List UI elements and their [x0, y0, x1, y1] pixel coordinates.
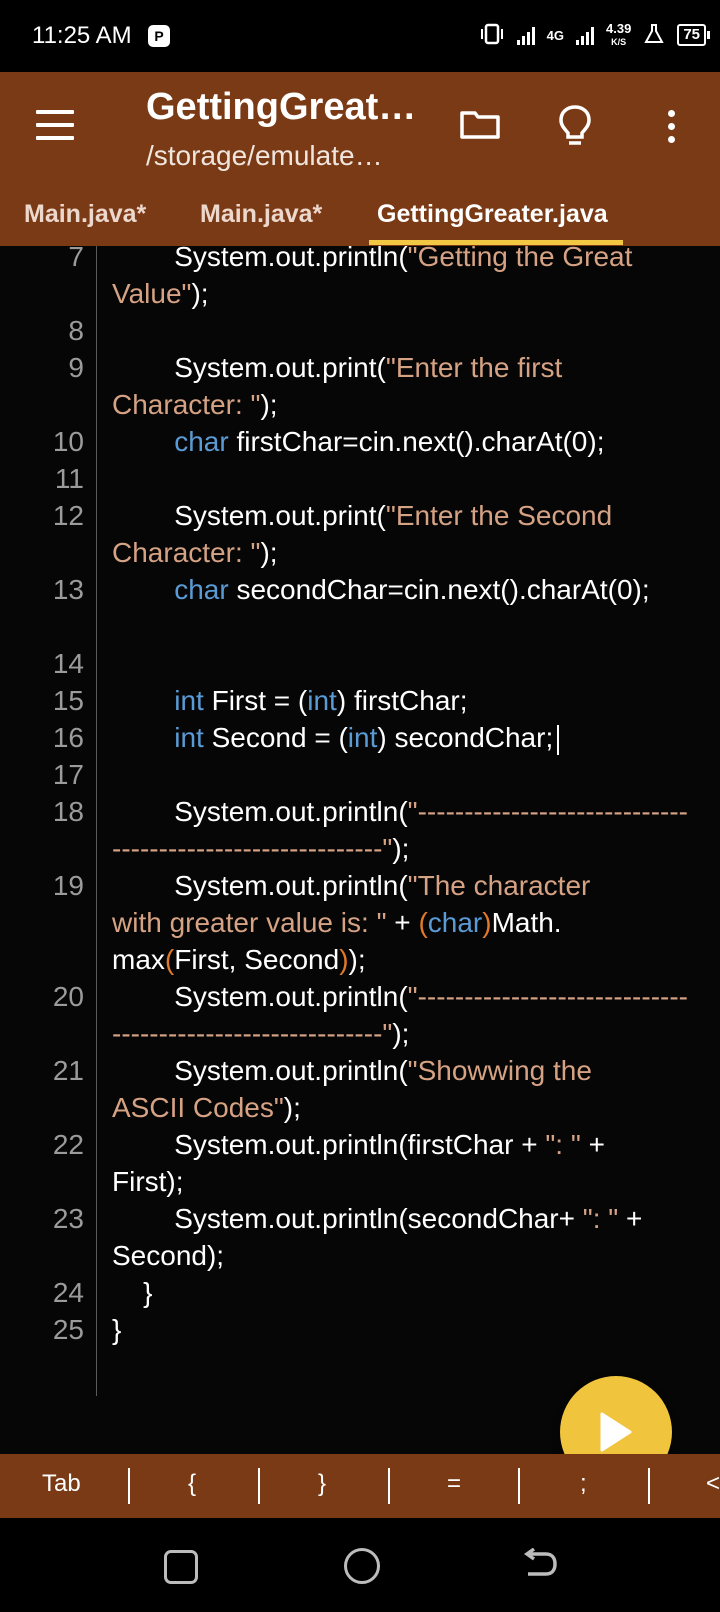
more-vert-icon[interactable] [664, 110, 678, 146]
code-line: System.out.println("Getting the Great [112, 246, 633, 272]
lightbulb-icon[interactable] [558, 104, 592, 148]
line-number: 24 [52, 1277, 84, 1308]
key-equals[interactable]: = [447, 1470, 462, 1497]
folder-icon[interactable] [460, 109, 500, 139]
line-number: 21 [52, 1055, 84, 1086]
line-number: 25 [52, 1314, 84, 1345]
line-number: 23 [52, 1203, 84, 1234]
network-type: 4G [546, 27, 564, 43]
hamburger-icon[interactable] [36, 110, 74, 140]
line-number: 7 [68, 246, 84, 272]
code-line: int Second = (int) secondChar; [112, 722, 560, 755]
line-number: 20 [52, 981, 84, 1012]
line-number: 19 [52, 870, 84, 901]
key-tab[interactable]: Tab [42, 1470, 81, 1497]
code-line: } [112, 1277, 153, 1308]
code-line: System.out.println("Showwing the [112, 1055, 592, 1086]
line-number: 11 [54, 463, 84, 494]
code-line: System.out.println("--------------------… [112, 981, 688, 1012]
key-close-brace[interactable]: } [318, 1470, 327, 1497]
code-line-wrap: -----------------------------"); [112, 833, 410, 864]
line-number: 10 [52, 426, 84, 457]
flask-icon [643, 23, 665, 48]
line-number: 12 [52, 500, 84, 531]
code-line: System.out.println("--------------------… [112, 796, 688, 827]
code-line-wrap: max(First, Second)); [112, 944, 366, 975]
file-tabs: Main.java* Main.java* GettingGreater.jav… [0, 184, 720, 246]
file-title: GettingGreat… [146, 86, 417, 128]
line-number: 15 [52, 685, 84, 716]
gutter-divider [96, 246, 97, 1396]
code-line: System.out.println(firstChar + ": " + [112, 1129, 605, 1160]
key-separator [648, 1468, 650, 1504]
line-number: 9 [68, 352, 84, 383]
text-cursor [557, 724, 560, 755]
vibrate-icon [479, 23, 505, 48]
line-number: 18 [52, 796, 84, 827]
app-bar: GettingGreat… /storage/emulate… [0, 72, 720, 184]
code-line: char firstChar=cin.next().charAt(0); [174, 426, 605, 457]
code-line-wrap: Second); [112, 1240, 225, 1271]
status-time: 11:25 AM [32, 22, 132, 49]
tab-main-java-1[interactable]: Main.java* [24, 200, 147, 228]
key-separator [388, 1468, 390, 1504]
code-line: char secondChar=cin.next().charAt(0); [174, 574, 650, 605]
code-line: } [112, 1314, 122, 1345]
code-line: System.out.println(secondChar+ ": " + [112, 1203, 643, 1234]
system-nav-bar [0, 1518, 720, 1612]
recents-icon[interactable] [164, 1550, 198, 1584]
code-line-wrap: Character: "); [112, 389, 278, 420]
code-editor[interactable]: 7 System.out.println("Getting the Great … [0, 246, 720, 1454]
key-less-than[interactable]: < [706, 1470, 720, 1497]
key-separator [518, 1468, 520, 1504]
notification-app-icon: P [148, 25, 170, 47]
file-path: /storage/emulate… [146, 140, 383, 171]
tab-getting-greater[interactable]: GettingGreater.java [377, 200, 608, 228]
key-separator [258, 1468, 260, 1504]
code-line-wrap: First); [112, 1166, 184, 1197]
signal-icon-2 [576, 25, 594, 45]
line-number: 22 [52, 1129, 84, 1160]
code-line: System.out.print("Enter the first [112, 352, 563, 383]
code-line-wrap: Character: "); [112, 537, 278, 568]
key-semicolon[interactable]: ; [580, 1470, 587, 1497]
back-icon[interactable] [522, 1547, 558, 1580]
code-line: int First = (int) firstChar; [174, 685, 468, 716]
active-tab-indicator [369, 240, 623, 245]
code-line-wrap: Value"); [112, 278, 209, 309]
symbol-keybar: Tab { } = ; < [0, 1454, 720, 1518]
code-line: System.out.print("Enter the Second [112, 500, 613, 531]
line-number: 17 [52, 759, 84, 790]
battery-indicator: 75 [677, 24, 710, 46]
signal-icon [516, 25, 535, 45]
code-line-wrap: -----------------------------"); [112, 1018, 410, 1049]
home-icon[interactable] [344, 1548, 380, 1584]
key-open-brace[interactable]: { [188, 1470, 197, 1497]
line-number: 14 [52, 648, 84, 679]
code-line-wrap: ASCII Codes"); [112, 1092, 301, 1123]
line-number: 16 [52, 722, 84, 753]
code-line: System.out.println("The character [112, 870, 591, 901]
net-speed-value: 4.39 [606, 20, 632, 36]
net-speed-unit: K/S [611, 36, 627, 47]
line-number: 13 [52, 574, 84, 605]
tab-main-java-2[interactable]: Main.java* [200, 200, 323, 228]
key-separator [128, 1468, 130, 1504]
line-number: 8 [68, 315, 84, 346]
code-line-wrap: with greater value is: " + (char)Math. [112, 907, 562, 938]
